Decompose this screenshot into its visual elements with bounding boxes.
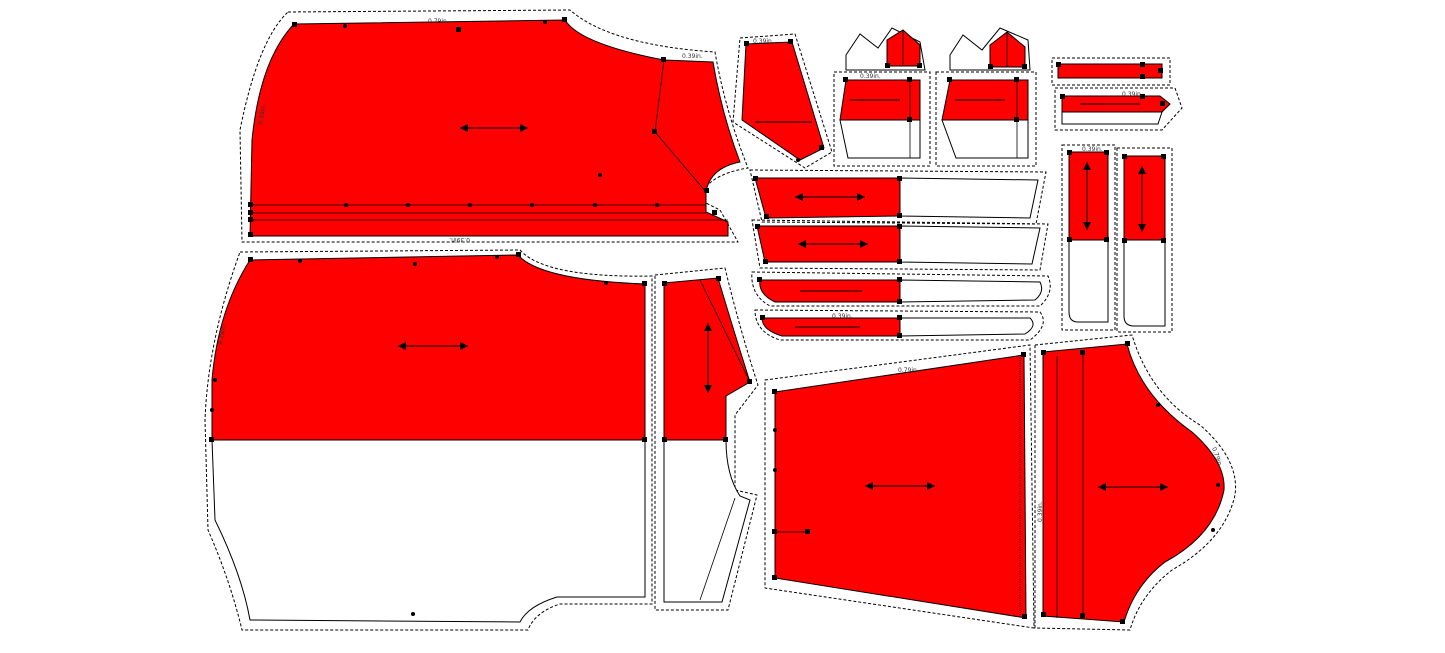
- pocket-b-fill: [1123, 155, 1166, 241]
- pocket-b-piece[interactable]: [1116, 147, 1173, 333]
- back-bodice-uncut: [211, 439, 646, 623]
- cuff-a-label: 0.39in.: [860, 73, 881, 80]
- collar-a-piece[interactable]: [845, 27, 926, 71]
- collar-b-fill: [989, 31, 1026, 68]
- front-side-label: 0.39in.: [257, 104, 268, 126]
- strip-a-fill: [1057, 63, 1163, 79]
- band-c-uncut: [899, 279, 1043, 303]
- strip-b-label: 0.39in.: [1122, 91, 1143, 98]
- pocket-b-uncut: [1123, 239, 1166, 327]
- yoke-piece[interactable]: 0.39in.: [732, 33, 833, 169]
- skirt-top-label: 0.79in.: [898, 367, 919, 374]
- pocket-a-piece[interactable]: 0.39in.: [1061, 144, 1116, 331]
- side-panel-piece[interactable]: [654, 267, 759, 611]
- pocket-a-uncut: [1068, 239, 1109, 323]
- strip-b-uncut: [1061, 111, 1163, 125]
- front-shoulder-label: 0.39in.: [682, 53, 703, 60]
- strip-a-piece[interactable]: [1051, 57, 1171, 86]
- yoke-fill: [741, 41, 825, 161]
- sleeve-side-label: 0.39in.: [1037, 501, 1044, 522]
- pocket-a-label: 0.39in.: [1082, 146, 1103, 153]
- cuff-b-uncut: [941, 119, 1029, 159]
- strip-b-piece[interactable]: 0.39in.: [1054, 87, 1183, 131]
- cuff-a-piece[interactable]: 0.39in.: [833, 71, 931, 167]
- band-b-uncut: [899, 225, 1041, 265]
- band-a-piece[interactable]: [749, 169, 1047, 225]
- back-bodice-piece[interactable]: 0.39in.: [204, 249, 653, 631]
- collar-b-piece[interactable]: [949, 27, 1031, 71]
- cuff-b-piece[interactable]: [935, 71, 1037, 167]
- front-bottom-label: 0.39in.: [449, 236, 470, 243]
- front-bodice-piece[interactable]: 0.79in. 0.39in. 0.39in. 0.39in.: [239, 9, 749, 243]
- band-d-label: 0.39in.: [832, 313, 853, 320]
- skirt-panel-piece[interactable]: 0.79in.: [764, 344, 1035, 629]
- back-side-label: 0.39in.: [217, 324, 228, 346]
- band-a-fill: [754, 177, 901, 219]
- front-top-label: 0.79in.: [428, 18, 449, 25]
- side-panel-uncut: [663, 439, 751, 603]
- sleeve-fill: [1042, 343, 1225, 623]
- sleeve-piece[interactable]: 0.79in. 0.39in.: [1034, 334, 1237, 631]
- band-b-piece[interactable]: [751, 219, 1049, 271]
- back-bodice-fill: [211, 254, 646, 441]
- cuff-a-uncut: [839, 119, 921, 159]
- band-c-piece[interactable]: [751, 271, 1051, 307]
- band-d-uncut: [899, 317, 1034, 337]
- collar-a-fill: [886, 29, 921, 67]
- side-panel-fill: [663, 277, 751, 441]
- collar-small-a-label: 0.39in.: [753, 38, 774, 45]
- band-d-piece[interactable]: 0.39in.: [754, 309, 1044, 341]
- band-a-uncut: [899, 177, 1039, 219]
